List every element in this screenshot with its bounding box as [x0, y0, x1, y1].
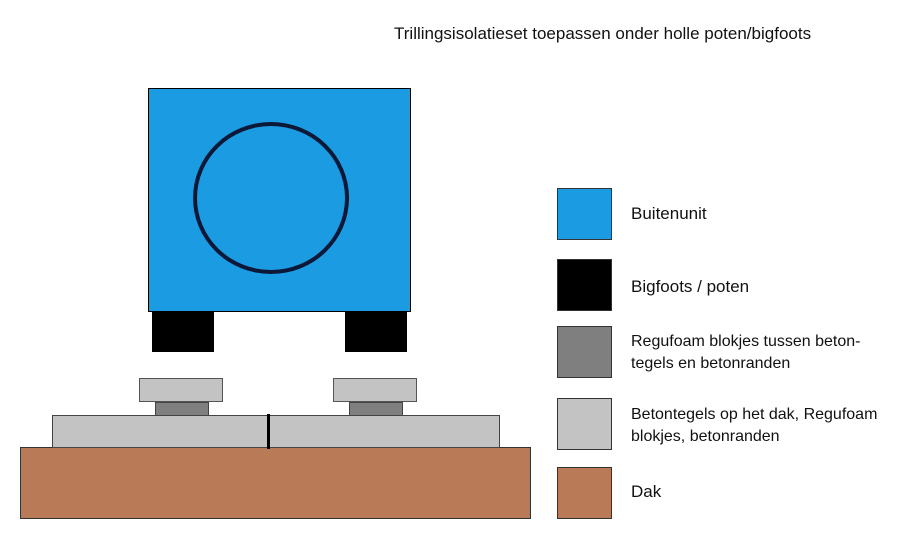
- fan-circle: [193, 122, 349, 274]
- tile-seam: [267, 414, 270, 449]
- bigfoot-left: [152, 312, 214, 352]
- diagram-title: Trillingsisolatieset toepassen onder hol…: [394, 24, 812, 43]
- legend-label-betontegels: Betontegels op het dak, Regufoam blokjes…: [631, 406, 878, 445]
- legend-swatch-betontegels: [557, 398, 612, 450]
- concrete-tile-left: [52, 415, 268, 448]
- concrete-edge-right: [333, 378, 417, 402]
- regufoam-block-right: [349, 402, 403, 416]
- legend-swatch-bigfoots: [557, 259, 612, 311]
- legend-swatch-dak: [557, 467, 612, 519]
- legend-swatch-regufoam: [557, 326, 612, 378]
- regufoam-block-left: [155, 402, 209, 416]
- legend-label-regufoam: Regufoam blokjes tussen beton- tegels en…: [631, 333, 861, 372]
- legend-label-buitenunit: Buitenunit: [631, 204, 707, 223]
- legend-label-dak: Dak: [631, 482, 662, 501]
- legend-swatch-buitenunit: [557, 188, 612, 240]
- roof: [20, 447, 531, 519]
- concrete-tile-right: [269, 415, 500, 448]
- concrete-edge-left: [139, 378, 223, 402]
- legend-label-bigfoots: Bigfoots / poten: [631, 277, 750, 296]
- bigfoot-right: [345, 312, 407, 352]
